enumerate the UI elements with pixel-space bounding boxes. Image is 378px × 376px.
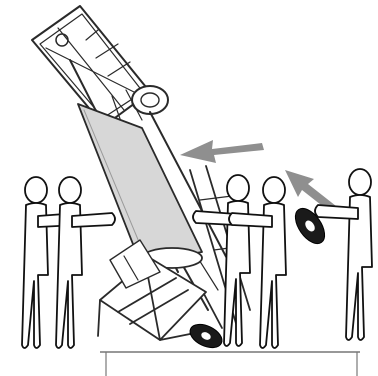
person-arm — [229, 213, 272, 227]
belt-panel — [78, 104, 202, 262]
top-frame — [32, 6, 168, 126]
person-head — [227, 175, 249, 201]
ground-base — [100, 352, 360, 376]
person-arm — [315, 205, 358, 219]
person-head — [263, 177, 285, 203]
person-head — [349, 169, 371, 195]
arrow-left — [180, 140, 264, 163]
person-head — [25, 177, 47, 203]
person-arm — [72, 213, 115, 227]
person-head — [59, 177, 81, 203]
person-wheel-carrier — [315, 169, 372, 340]
person-pusher-2 — [56, 177, 115, 348]
